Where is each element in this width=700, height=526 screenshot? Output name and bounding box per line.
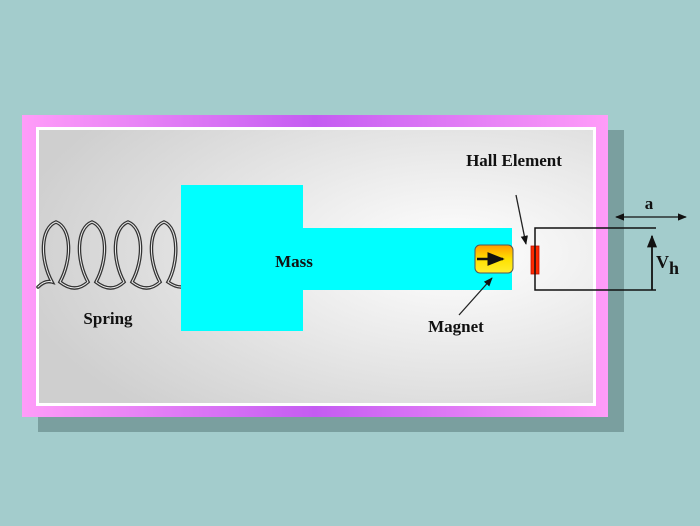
hall-element-pointer xyxy=(515,194,528,245)
displacement-label: a xyxy=(645,194,654,213)
magnet-label: Magnet xyxy=(428,317,484,336)
hall-element-label: Hall Element xyxy=(466,151,562,170)
magnet-pointer xyxy=(458,277,493,316)
mass-label: Mass xyxy=(275,252,313,271)
voltage-label: Vh xyxy=(656,252,679,278)
spring xyxy=(36,220,183,290)
spring-label: Spring xyxy=(83,309,133,328)
output-circuit xyxy=(534,227,656,291)
mass xyxy=(181,185,512,331)
